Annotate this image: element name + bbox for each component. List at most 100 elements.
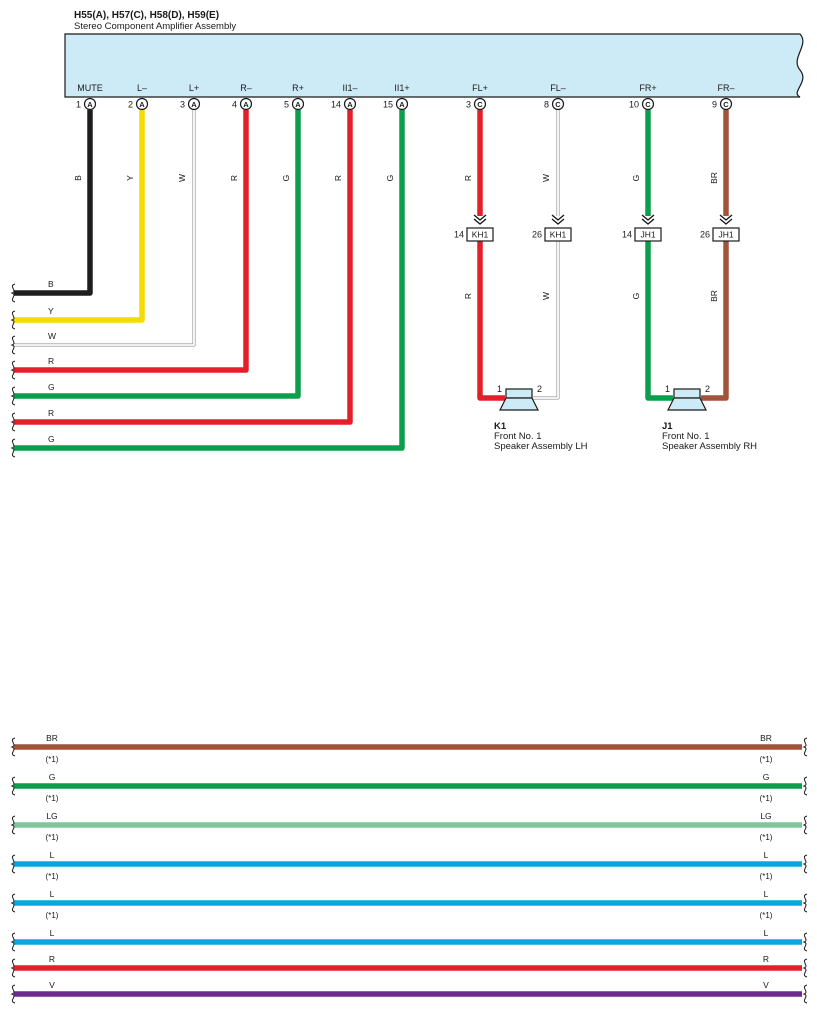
connector-letter: A: [139, 100, 145, 109]
wire-break-mark: [10, 854, 16, 874]
pin-label: L+: [189, 83, 199, 93]
pin-label: FR–: [717, 83, 734, 93]
wire-break-mark: [10, 776, 16, 796]
connector-circle: [641, 97, 655, 111]
bus-wire-4: [14, 110, 249, 373]
junction-box: [634, 227, 662, 242]
bus-wire-1: [14, 110, 93, 296]
junction-box: [544, 227, 572, 242]
speaker-name-line1: Front No. 1: [662, 431, 710, 442]
wire-break-mark: [10, 335, 16, 355]
junction-chevron: [641, 218, 655, 225]
junction-chevron: [551, 218, 565, 225]
wire-color-right: LG: [760, 811, 771, 821]
speaker-name-line2: Speaker Assembly LH: [494, 441, 588, 452]
bus-wire-3-outline: [14, 110, 196, 347]
wire-break-mark: [802, 932, 808, 952]
pin-label: FL+: [472, 83, 488, 93]
connector-letter: A: [243, 100, 249, 109]
connector-letter: A: [347, 100, 353, 109]
wire-note-right: (*1): [760, 872, 773, 881]
speaker-pin2: 2: [537, 384, 542, 394]
pin-label: II1–: [342, 83, 357, 93]
connector-letter: A: [191, 100, 197, 109]
bus-wire-6: [14, 110, 353, 425]
junction-code: JH1: [640, 230, 655, 240]
wire-color-right: G: [763, 772, 770, 782]
wire-break-mark: [802, 854, 808, 874]
wire-color-label: R: [229, 175, 239, 181]
connector-letter: C: [645, 100, 651, 109]
wire-color-label: G: [631, 293, 641, 300]
connector-circle: [135, 97, 149, 111]
junction-code: JH1: [718, 230, 733, 240]
pin-label: FL–: [550, 83, 566, 93]
speaker-pin2: 2: [705, 384, 710, 394]
connector-circle: [395, 97, 409, 111]
pin-number: 5: [284, 100, 289, 110]
junction-pin: 26: [700, 230, 710, 240]
pin-label: FR+: [639, 83, 656, 93]
wire-note-right: (*1): [760, 833, 773, 842]
wire-color-left: L: [50, 928, 55, 938]
wire-note-right: (*1): [760, 755, 773, 764]
junction-pin: 14: [454, 230, 464, 240]
speaker-code: J1: [662, 421, 673, 432]
speaker-cone-icon: [499, 397, 539, 411]
connector-circle: [551, 97, 565, 111]
pin-number: 3: [180, 100, 185, 110]
pin-label: R+: [292, 83, 304, 93]
wire-break-mark: [802, 984, 808, 1004]
wire-color-label: Y: [125, 175, 135, 181]
junction-chevron: [473, 214, 487, 221]
junction-code: KH1: [472, 230, 489, 240]
pin-number: 8: [544, 100, 549, 110]
wire-color-left: V: [49, 980, 55, 990]
wire-color-label: R: [333, 175, 343, 181]
wire-note-right: (*1): [760, 794, 773, 803]
bus-color-label: G: [48, 434, 55, 444]
bus-color-label: B: [48, 279, 54, 289]
wire-break-mark: [10, 438, 16, 458]
wire-break-mark: [802, 737, 808, 757]
junction-pin: 26: [532, 230, 542, 240]
junction-chevron: [719, 214, 733, 221]
pin-label: MUTE: [77, 83, 103, 93]
bus-color-label: R: [48, 408, 54, 418]
junction-chevron: [641, 214, 655, 221]
wire-break-mark: [10, 412, 16, 432]
junction-chevron: [473, 218, 487, 225]
wire-color-left: R: [49, 954, 55, 964]
wire-color-label: W: [177, 174, 187, 182]
wire-color-right: L: [764, 889, 769, 899]
junction-box: [466, 227, 494, 242]
speaker-wire-pin1: [477, 241, 505, 401]
junction-box: [712, 227, 740, 242]
wire-color-right: R: [763, 954, 769, 964]
bus-wire-7: [14, 110, 405, 451]
junction-chevron: [719, 218, 733, 225]
wire-break-mark: [802, 815, 808, 835]
junction-pin: 14: [622, 230, 632, 240]
wire-color-label: W: [541, 292, 551, 300]
wire-color-left: L: [50, 850, 55, 860]
pin-number: 2: [128, 100, 133, 110]
wire-break-mark: [10, 893, 16, 913]
speaker-name-line2: Speaker Assembly RH: [662, 441, 757, 452]
connector-circle: [239, 97, 253, 111]
connector-letter: A: [295, 100, 301, 109]
speaker-wire-pin2: [533, 241, 559, 399]
wire-break-mark: [802, 893, 808, 913]
connector-letter: A: [87, 100, 93, 109]
wire-note-left: (*1): [46, 872, 59, 881]
wire-color-label: W: [541, 174, 551, 182]
wire-break-mark: [10, 958, 16, 978]
speaker-body-icon: [673, 388, 701, 399]
wire-color-right: V: [763, 980, 769, 990]
wire-color-left: G: [49, 772, 56, 782]
